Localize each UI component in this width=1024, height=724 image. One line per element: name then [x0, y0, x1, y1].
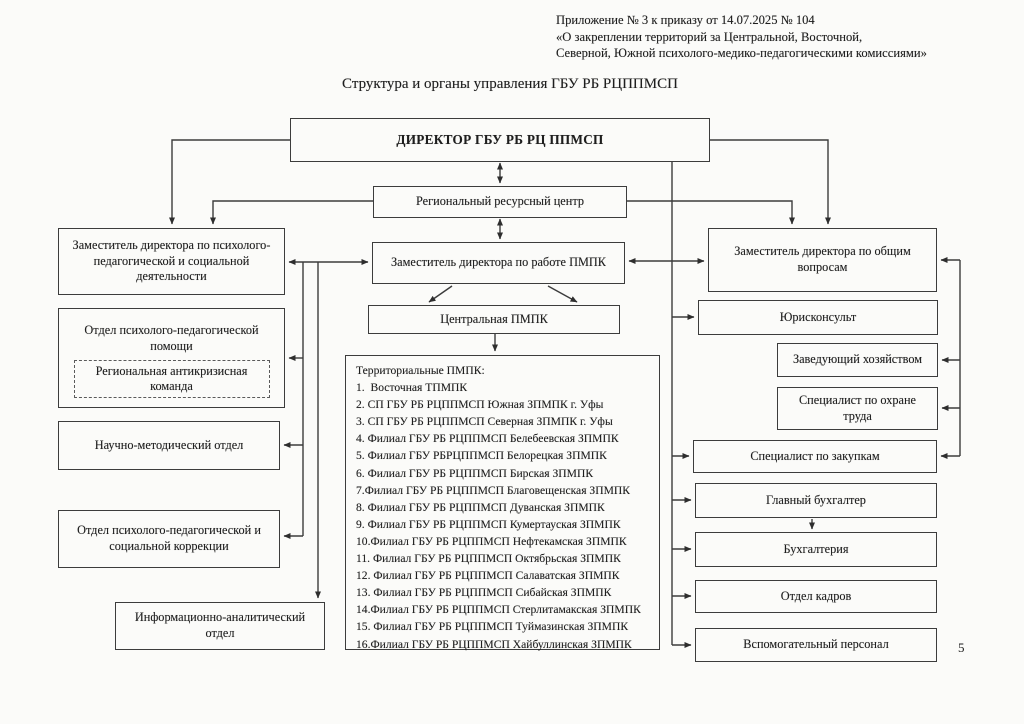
connector-director-to-deputy-psych	[169, 139, 290, 225]
territorial-pmpk-item: 9. Филиал ГБУ РБ РЦППМСП Кумертауская ЗП…	[356, 517, 621, 531]
box-crisis-team: Региональная антикризисная команда	[73, 360, 270, 399]
connector-director-to-deputy-general	[710, 139, 831, 225]
connector-deputy-pmpk-to-central-left-diagonal	[428, 285, 453, 303]
box-chief-accountant: Главный бухгалтер	[695, 483, 937, 518]
box-deputy-general: Заместитель директора по общим вопросам	[708, 228, 937, 292]
territorial-pmpk-item: 14.Филиал ГБУ РБ РЦППМСП Стерлитамакская…	[356, 603, 641, 617]
territorial-pmpk-item: 5. Филиал ГБУ РБРЦППМСП Белорецкая ЗПМПК	[356, 449, 607, 463]
dept-psych-help-label: Отдел психолого-педагогической помощи	[84, 323, 259, 353]
box-central-pmpk: Центральная ПМПК	[368, 305, 620, 334]
territorial-pmpk-item: 1. Восточная ТПМПК	[356, 381, 468, 395]
box-hr: Отдел кадров	[695, 580, 937, 613]
appendix-header: Приложение № 3 к приказу от 14.07.2025 №…	[556, 12, 986, 62]
territorial-pmpk-item: 2. СП ГБУ РБ РЦППМСП Южная ЗПМПК г. Уфы	[356, 398, 604, 412]
box-support-staff: Вспомогательный персонал	[695, 628, 937, 662]
connector-resource-to-deputy-general	[627, 200, 795, 225]
box-dept-methodical: Научно-методический отдел	[58, 421, 280, 470]
territorial-pmpk-list: 1. Восточная ТПМПК 2. СП ГБУ РБ РЦППМСП Ю…	[356, 379, 655, 653]
territorial-pmpk-item: 4. Филиал ГБУ РБ РЦППМСП Белебеевская ЗП…	[356, 432, 619, 446]
appendix-header-line2: «О закреплении территорий за Центральной…	[556, 29, 863, 44]
territorial-pmpk-item: 3. СП ГБУ РБ РЦППМСП Северная ЗПМПК г. У…	[356, 415, 613, 429]
box-procurement: Специалист по закупкам	[693, 440, 937, 473]
box-dept-psych-help: Отдел психолого-педагогической помощи Ре…	[58, 308, 285, 408]
page-number: 5	[958, 640, 965, 655]
box-labor-safety: Специалист по охране труда	[777, 387, 938, 430]
connector-deputy-pmpk-to-central-right-diagonal	[547, 285, 578, 303]
box-accounting: Бухгалтерия	[695, 532, 937, 567]
territorial-pmpk-item: 16.Филиал ГБУ РБ РЦППМСП Хайбуллинская З…	[356, 637, 632, 651]
territorial-pmpk-item: 10.Филиал ГБУ РБ РЦППМСП Нефтекамская ЗП…	[356, 534, 627, 548]
territorial-pmpk-heading: Территориальные ПМПК:	[356, 364, 485, 377]
box-resource-center: Региональный ресурсный центр	[373, 186, 627, 218]
territorial-pmpk-item: 6. Филиал ГБУ РБ РЦППМСП Бирская ЗПМПК	[356, 466, 594, 480]
territorial-pmpk-item: 11. Филиал ГБУ РБ РЦППМСП Октябрьская ЗП…	[356, 552, 621, 566]
appendix-header-line1: Приложение № 3 к приказу от 14.07.2025 №…	[556, 13, 815, 27]
box-deputy-pmpk: Заместитель директора по работе ПМПК	[372, 242, 625, 284]
box-legal: Юрисконсульт	[698, 300, 938, 335]
territorial-pmpk-item: 8. Филиал ГБУ РБ РЦППМСП Дуванская ЗПМПК	[356, 500, 605, 514]
box-territorial-pmpk: Территориальные ПМПК: 1. Восточная ТПМПК…	[345, 355, 660, 653]
box-deputy-psych: Заместитель директора по психолого-педаг…	[58, 228, 285, 295]
box-director: ДИРЕКТОР ГБУ РБ РЦ ППМСП	[290, 118, 710, 162]
box-dept-info: Информационно-аналитический отдел	[115, 602, 325, 650]
territorial-pmpk-item: 12. Филиал ГБУ РБ РЦППМСП Салаватская ЗП…	[356, 569, 620, 583]
box-household: Заведующий хозяйством	[777, 343, 938, 377]
box-dept-correction: Отдел психолого-педагогической и социаль…	[58, 510, 280, 568]
page-title: Структура и органы управления ГБУ РБ РЦП…	[342, 76, 678, 92]
territorial-pmpk-item: 13. Филиал ГБУ РБ РЦППМСП Сибайская ЗПМП…	[356, 586, 612, 600]
territorial-pmpk-item: 15. Филиал ГБУ РБ РЦППМСП Туймазинская З…	[356, 620, 629, 634]
connector-resource-to-deputy-psych	[210, 200, 373, 225]
appendix-header-line3: Северной, Южной психолого-медико-педагог…	[556, 46, 927, 61]
territorial-pmpk-item: 7.Филиал ГБУ РБ РЦППМСП Благовещенская З…	[356, 483, 631, 497]
